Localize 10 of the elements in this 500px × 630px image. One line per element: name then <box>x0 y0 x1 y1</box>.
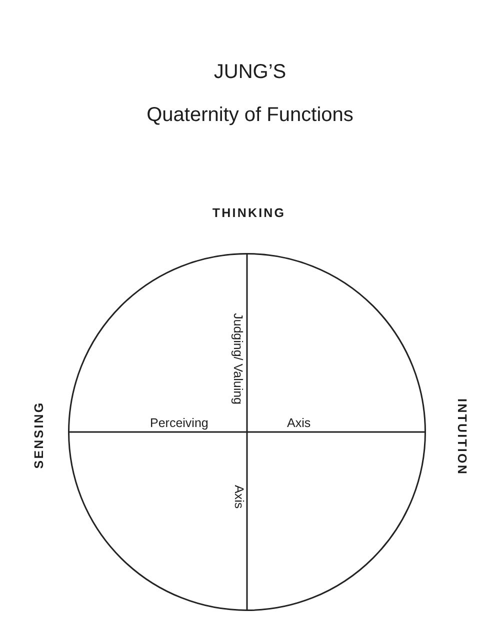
function-circle <box>68 253 426 611</box>
axis-label: Axis <box>232 485 246 509</box>
subtitle: Quaternity of Functions <box>146 103 354 127</box>
function-label: INTUITION <box>454 398 469 476</box>
axis-label: Perceiving <box>150 416 208 430</box>
axis-label: Judging/ Valuing <box>231 313 245 405</box>
axis-label: Axis <box>287 416 311 430</box>
function-label: THINKING <box>212 206 286 221</box>
title: JUNG’S <box>214 60 286 84</box>
function-label: SENSING <box>32 401 47 469</box>
